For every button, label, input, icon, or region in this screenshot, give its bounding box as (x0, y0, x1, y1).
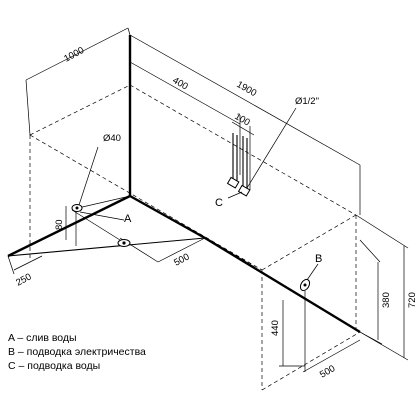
dim-offset-c-line (129, 61, 241, 125)
dim-height-drain-label: 80 (54, 219, 65, 230)
tub-top-end-edge (261, 214, 357, 271)
electrical-supply: B (299, 253, 322, 372)
dim-heights-right: 380 720 (355, 214, 418, 361)
marker-a: A (124, 213, 132, 225)
dim-offset-c: 400 (129, 61, 241, 175)
dim-height-front-label: 380 (381, 292, 392, 308)
dim-height-b: 440 (270, 300, 305, 367)
dim-offset-b-label: 500 (318, 363, 337, 380)
dim-drain-side-label: 250 (14, 271, 33, 288)
back-wall-floor-edge-right (204, 236, 361, 334)
marker-b-leader (306, 263, 319, 281)
tub-top-side-edge (29, 84, 131, 136)
legend: A – слив воды B – подводка электричества… (8, 332, 146, 372)
pipe-diameter-leader (246, 107, 297, 189)
legend-item-b: B – подводка электричества (8, 346, 146, 358)
bathtub-outline (29, 84, 361, 391)
dim-length-line (129, 34, 361, 166)
drain-diameter-leader (78, 146, 99, 206)
tub-top-back-edge (129, 84, 357, 216)
marker-b: B (315, 253, 322, 265)
dim-drain-front-label: 500 (172, 251, 191, 268)
legend-item-a: A – слив воды (8, 332, 77, 344)
pipe-diameter-label: Ø1/2" (295, 96, 319, 107)
dim-depth-label: 1000 (62, 45, 86, 65)
legend-item-c: C – подводка воды (8, 360, 100, 372)
side-wall-floor-edge (7, 194, 131, 258)
dim-drain-side: 250 (7, 255, 43, 289)
drain-diameter-label: Ø40 (103, 133, 121, 144)
water-outlet-right-icon (237, 184, 251, 197)
marker-a-leader (79, 211, 125, 221)
dim-depth: 1000 (25, 27, 131, 136)
dim-depth-line (25, 27, 129, 81)
dim-height-b-label: 440 (270, 320, 281, 336)
dim-spacing-c-label: 100 (233, 111, 252, 128)
tub-bottom-front-edge (204, 237, 263, 271)
wall-outline (7, 35, 361, 334)
tub-bottom-end-edge (261, 331, 361, 391)
back-wall-floor-edge-left (129, 194, 206, 240)
drain: Ø40 A 80 (54, 133, 159, 263)
tub-top-front-edge (29, 134, 263, 271)
dim-drain-front: 500 (157, 237, 206, 269)
dim-offset-b-line (302, 339, 361, 373)
water-supply-pipes: Ø1/2" C (215, 96, 319, 209)
dim-drain-front-line (157, 237, 206, 263)
front-floor-edge (7, 237, 206, 257)
dim-height-total-label: 720 (407, 292, 418, 308)
water-outlet-left-icon (226, 176, 240, 189)
dim-drain-side-line (13, 255, 43, 271)
dim-offset-c-label: 400 (171, 75, 190, 92)
marker-c-leader (227, 191, 243, 199)
marker-c: C (215, 197, 223, 209)
